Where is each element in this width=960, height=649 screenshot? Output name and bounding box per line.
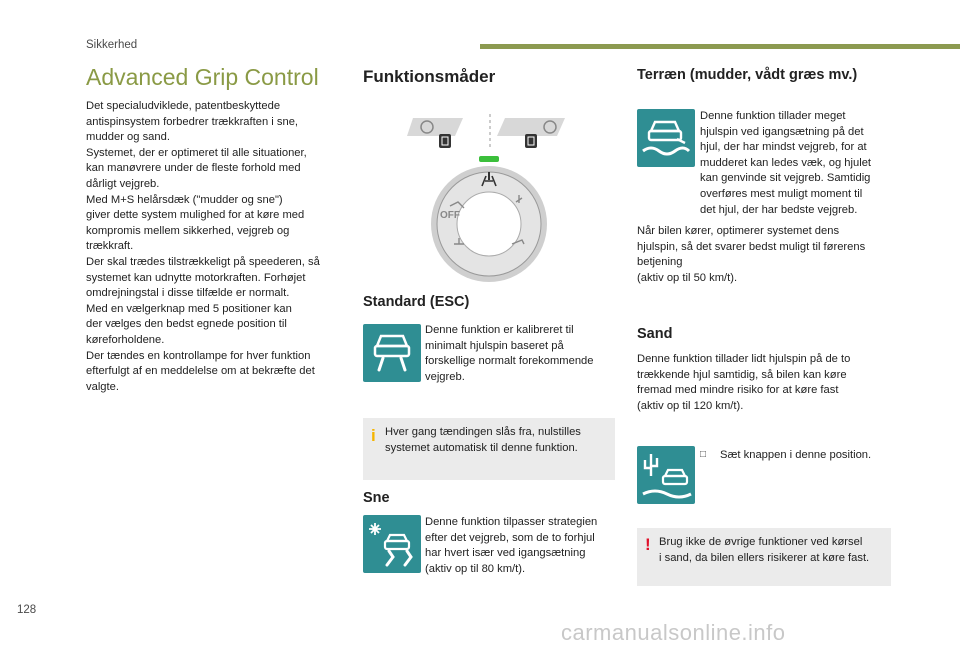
knob-off-label: OFF	[440, 210, 460, 221]
snow-mode-icon	[363, 515, 421, 573]
page-title: Advanced Grip Control	[86, 64, 319, 90]
dashboard-indicator-illustration	[405, 112, 575, 152]
section-label: Sikkerhed	[86, 39, 138, 51]
info-note: i Hver gang tændingen slås fra, nulstill…	[363, 418, 615, 480]
page-number: 128	[17, 604, 37, 616]
standard-mode-icon	[363, 324, 421, 382]
info-note-text: Hver gang tændingen slås fra, nulstilles…	[385, 426, 581, 454]
sand-mode-icon	[637, 446, 695, 504]
bullet-checkbox-icon: □	[700, 449, 707, 460]
info-icon: i	[371, 426, 376, 445]
standard-heading: Standard (ESC)	[363, 294, 470, 310]
snow-text: Denne funktion tilpasser strategien efte…	[425, 516, 598, 575]
sand-bullet-text: Sæt knappen i denne position.	[720, 449, 872, 461]
mode-selector-knob	[428, 154, 550, 284]
warning-note: ! Brug ikke de øvrige funktioner ved kør…	[637, 528, 891, 586]
terrain-text: Denne funktion tillader meget hjulspin v…	[700, 110, 872, 216]
warning-note-text: Brug ikke de øvrige funktioner ved kørse…	[659, 536, 870, 564]
standard-text: Denne funktion er kalibreret til minimal…	[425, 324, 594, 383]
snow-heading: Sne	[363, 490, 390, 506]
intro-text: Det specialudviklede, patentbeskyttede a…	[86, 100, 320, 393]
warning-icon: !	[645, 535, 651, 554]
section-divider	[480, 44, 960, 49]
terrain-mode-icon	[637, 109, 695, 167]
watermark: carmanualsonline.info	[561, 620, 786, 645]
sand-heading: Sand	[637, 326, 673, 342]
terrain-text-2: Når bilen kører, optimerer systemet dens…	[637, 225, 866, 284]
modes-heading: Funktionsmåder	[363, 67, 496, 86]
terrain-heading: Terræn (mudder, vådt græs mv.)	[637, 67, 858, 83]
sand-text: Denne funktion tillader lidt hjulspin på…	[637, 353, 851, 412]
